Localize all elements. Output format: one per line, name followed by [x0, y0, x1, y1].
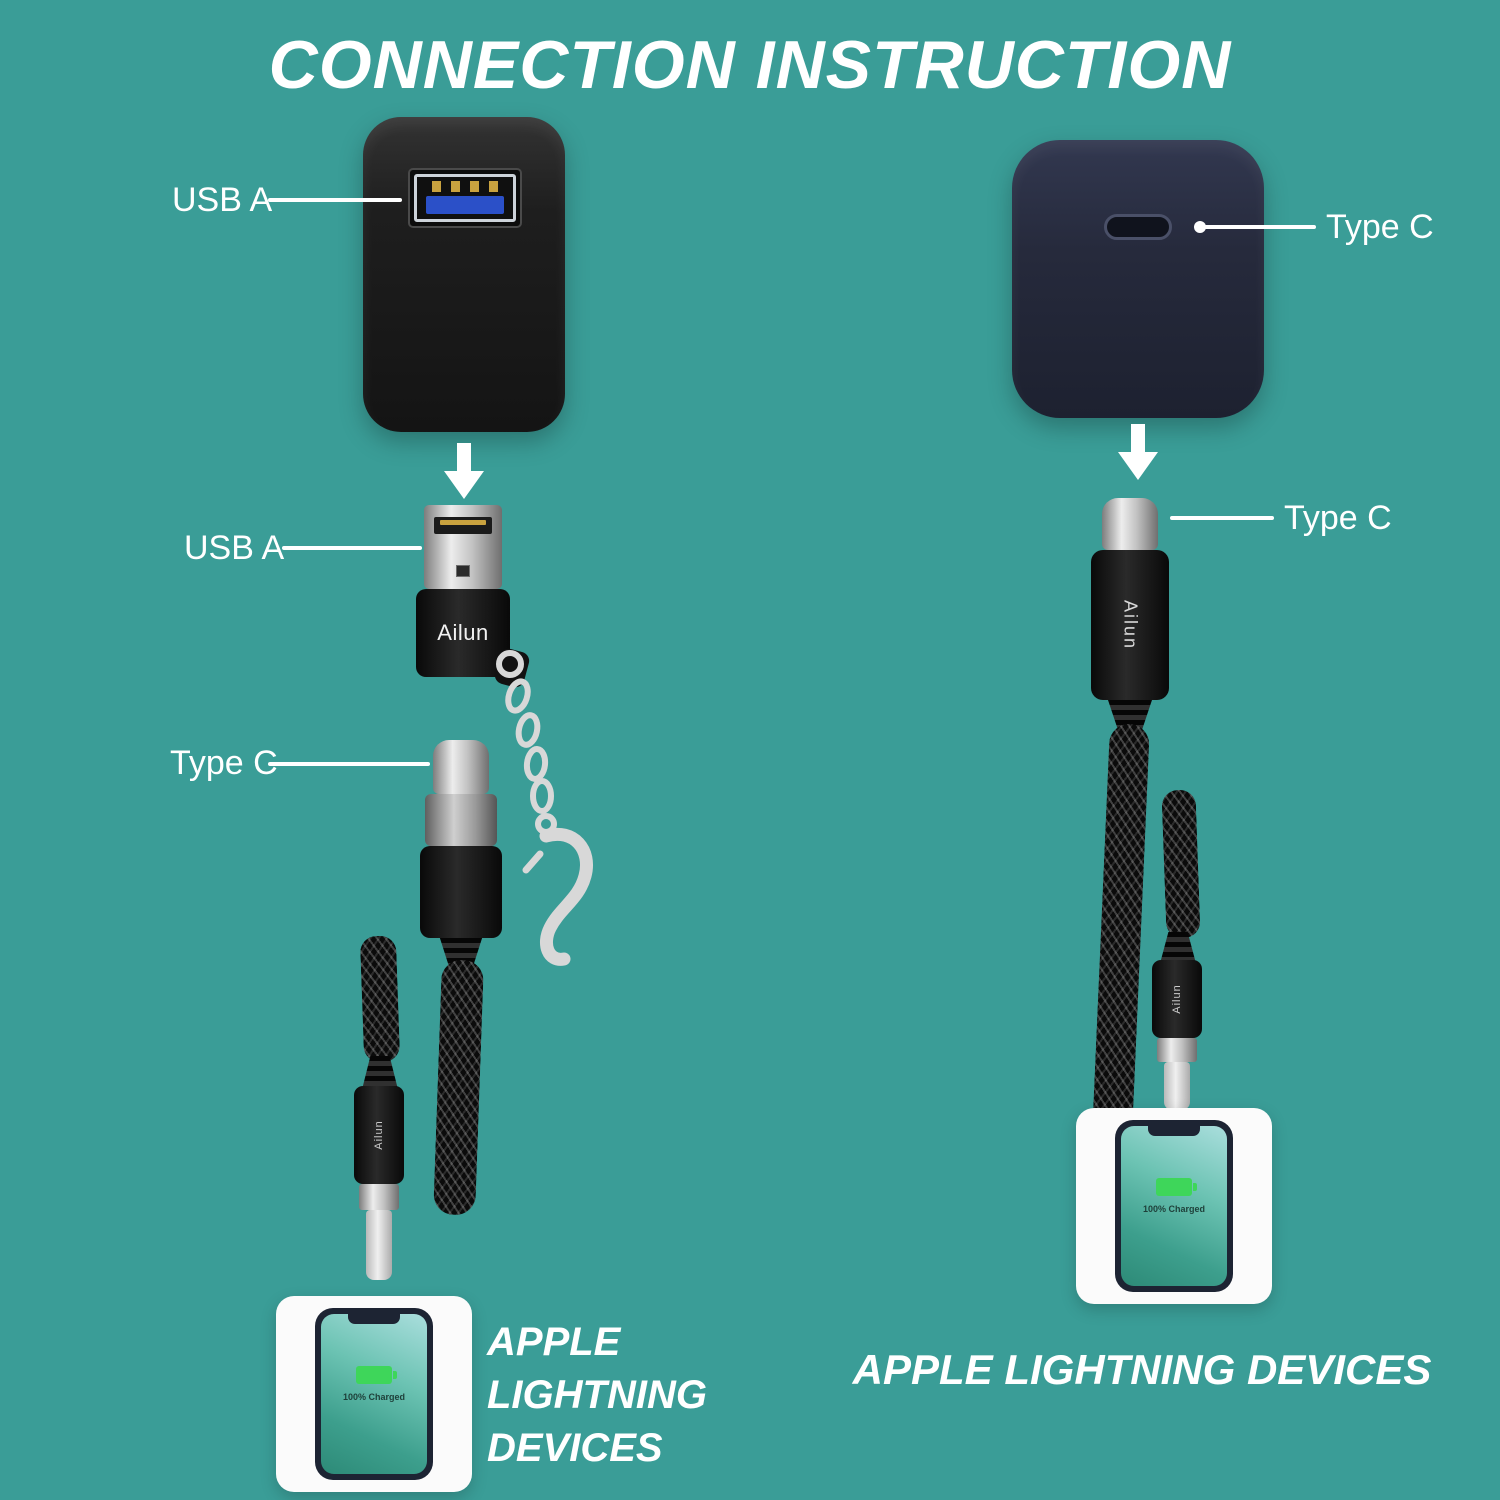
braided-cable-left-main — [433, 959, 484, 1216]
charge-status-left: 100% Charged — [342, 1392, 406, 1402]
type-c-tip-right — [1102, 498, 1158, 550]
strain-relief-lightning-left — [362, 1056, 398, 1088]
phone-notch-right — [1148, 1126, 1200, 1136]
brand-label-lightning-left: Ailun — [373, 1120, 385, 1150]
pointer-line-type-c-right — [1170, 516, 1274, 520]
lightning-band-right — [1157, 1038, 1197, 1062]
lightning-tip-right — [1164, 1062, 1190, 1110]
label-type-c-left: Type C — [170, 744, 278, 782]
usb-a-plug-contacts — [440, 520, 486, 525]
braided-cable-right-main — [1090, 723, 1150, 1165]
charge-status-right: 100% Charged — [1142, 1204, 1206, 1214]
pointer-line-usb-a-adapter — [282, 546, 422, 550]
phone-notch-left — [348, 1314, 400, 1324]
battery-icon-right — [1156, 1178, 1197, 1196]
type-c-body-left — [420, 846, 502, 938]
arrow-down-icon — [444, 443, 484, 499]
pin-icon — [451, 181, 460, 192]
usb-a-port-shield — [414, 174, 516, 222]
caption-left-line3: DEVICES — [487, 1425, 663, 1470]
keychain-chain-icon — [496, 650, 593, 966]
pin-icon — [470, 181, 479, 192]
usb-a-port — [408, 168, 522, 228]
label-type-c-right: Type C — [1284, 499, 1392, 537]
usb-c-port — [1104, 214, 1172, 240]
type-c-collar-left — [425, 794, 497, 846]
braided-cable-right-lightning — [1161, 789, 1201, 939]
iphone-right: 100% Charged — [1115, 1120, 1233, 1292]
type-c-tip-left — [433, 740, 489, 794]
phone-screen-left: 100% Charged — [321, 1314, 427, 1474]
pointer-line-type-c-left — [268, 762, 430, 766]
usb-a-plug-slot — [434, 517, 492, 534]
brand-label-lightning-right: Ailun — [1171, 984, 1183, 1014]
pointer-dot-type-c-charger — [1194, 221, 1206, 233]
lightning-body-right: Ailun — [1152, 960, 1202, 1038]
pointer-line-type-c-charger — [1204, 225, 1316, 229]
wall-charger-usb-a — [363, 117, 565, 432]
phone-screen-right: 100% Charged — [1121, 1126, 1227, 1286]
adapter-body: Ailun — [416, 589, 510, 677]
type-c-body-right: Ailun — [1091, 550, 1169, 700]
strain-relief-lightning-right — [1160, 932, 1196, 962]
label-type-c-charger: Type C — [1326, 208, 1434, 246]
lightning-band-left — [359, 1184, 399, 1210]
page-title: CONNECTION INSTRUCTION — [268, 27, 1232, 103]
iphone-left: 100% Charged — [315, 1308, 433, 1480]
pin-icon — [489, 181, 498, 192]
wall-charger-type-c — [1012, 140, 1264, 418]
lightning-tip-left — [366, 1210, 392, 1280]
braided-cable-left-lightning — [359, 935, 401, 1063]
usb-a-port-pins — [432, 181, 498, 192]
pointer-line-usb-a-charger — [268, 198, 402, 202]
phone-card-left: 100% Charged — [276, 1296, 472, 1492]
arrow-down-icon — [1118, 424, 1158, 480]
caption-left-line2: LIGHTNING — [487, 1372, 707, 1417]
brand-label-adapter: Ailun — [437, 620, 489, 645]
label-usb-a-adapter: USB A — [184, 529, 285, 567]
caption-left-line1: APPLE — [487, 1320, 621, 1364]
label-usb-a-charger: USB A — [172, 181, 273, 219]
usb-a-plug — [424, 505, 502, 589]
usb-a-plug-hole — [456, 565, 470, 577]
caption-left: APPLE LIGHTNING DEVICES — [487, 1316, 707, 1474]
caption-right: APPLE LIGHTNING DEVICES — [852, 1346, 1432, 1393]
usb-a-port-tongue — [426, 196, 504, 214]
brand-label-type-c-right: Ailun — [1120, 599, 1141, 651]
phone-card-right: 100% Charged — [1076, 1108, 1272, 1304]
lightning-body-left: Ailun — [354, 1086, 404, 1184]
pin-icon — [432, 181, 441, 192]
battery-icon-left — [356, 1366, 397, 1384]
